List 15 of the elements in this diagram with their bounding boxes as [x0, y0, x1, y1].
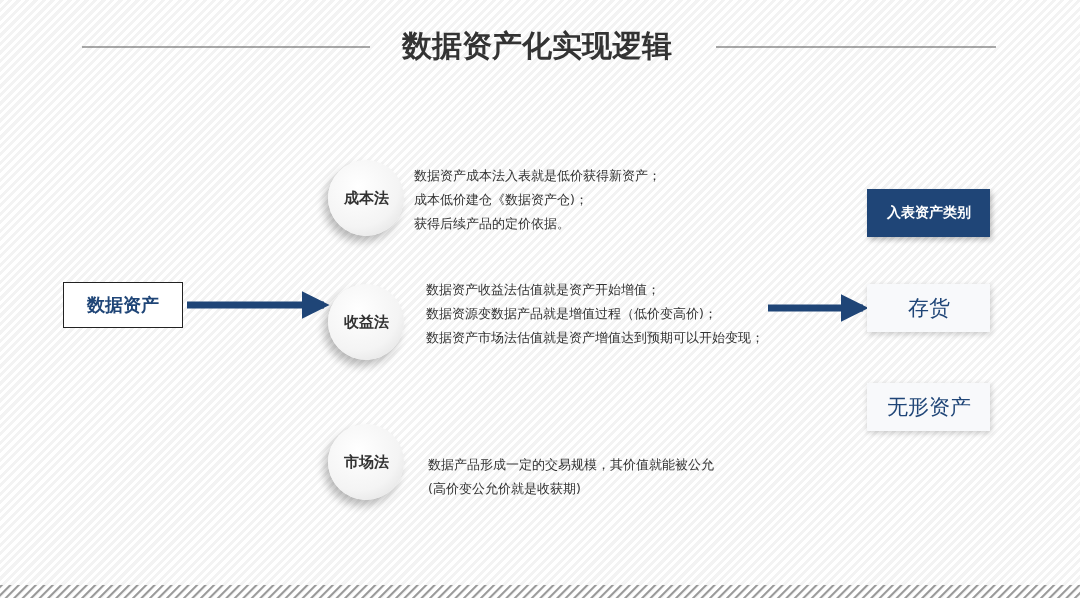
description-text: 数据资产市场法估值就是资产增值达到预期可以开始变现；	[426, 329, 764, 347]
description-text: 数据资产成本法入表就是低价获得新资产；	[414, 167, 661, 185]
category-box: 无形资产	[867, 383, 990, 431]
method-circle: 市场法	[328, 424, 404, 500]
description-text: 数据资产收益法估值就是资产开始增值；	[426, 281, 661, 299]
method-circle: 成本法	[328, 160, 404, 236]
description-text: 成本低价建仓《数据资产仓)；	[414, 191, 589, 209]
method-circle: 收益法	[328, 284, 404, 360]
title: 数据资产化实现逻辑	[402, 27, 672, 65]
description-text: 数据资源变数据产品就是增值过程（低价变高价)；	[426, 305, 718, 323]
category-box: 存货	[867, 284, 990, 332]
description-text: 数据产品形成一定的交易规模，其价值就能被公允(高价变公允价就是收获期)	[428, 456, 715, 498]
description-text: 获得后续产品的定价依据。	[414, 215, 571, 233]
category-header: 入表资产类别	[867, 189, 990, 237]
main-box: 数据资产	[63, 282, 183, 328]
